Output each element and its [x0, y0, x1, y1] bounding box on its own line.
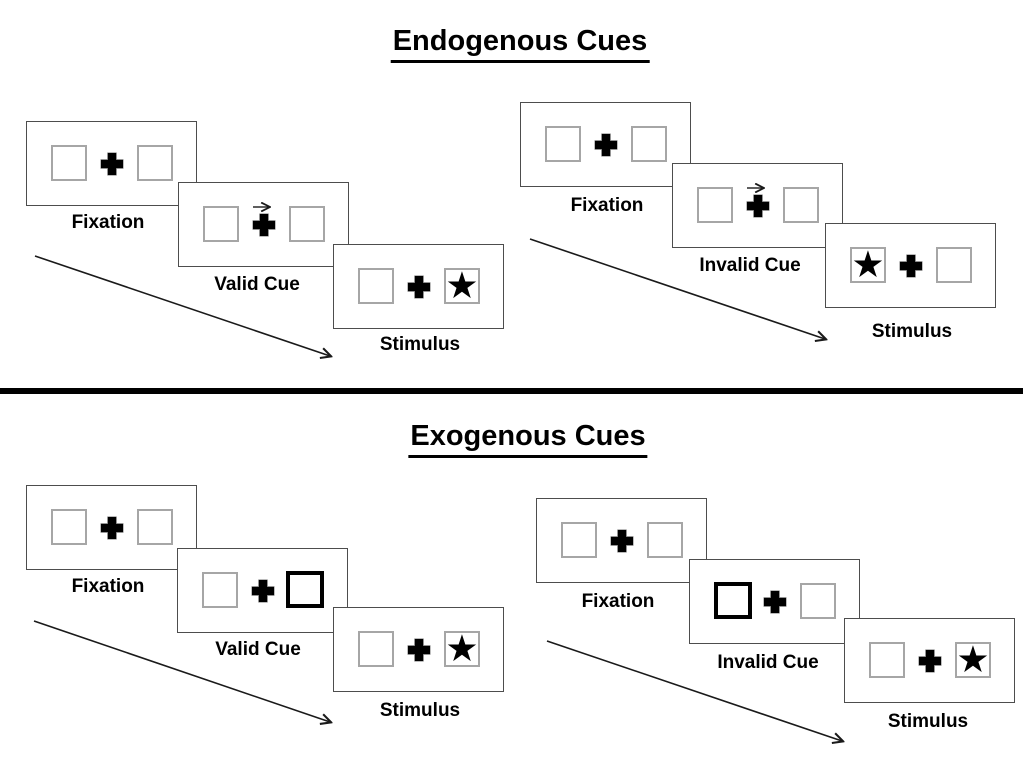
fixation-panel [536, 498, 707, 583]
stimulus-box: ★ [850, 242, 886, 286]
panel-label-stimulus: Stimulus [887, 711, 969, 732]
timeline-arrow [34, 255, 340, 362]
stimulus-box: ★ [955, 637, 991, 681]
panel-label-stimulus: Stimulus [379, 334, 461, 355]
placeholder-box-left [869, 642, 905, 678]
panel-label-fixation: Fixation [581, 591, 655, 612]
fixation-cross-icon [594, 133, 617, 156]
fixation-cross-icon [610, 529, 633, 552]
placeholder-box-right [783, 187, 819, 223]
fixation-cross-icon [252, 213, 275, 236]
placeholder-box-left [358, 631, 394, 667]
timeline-arrow [529, 238, 837, 348]
fixation-cross-icon [763, 590, 786, 613]
section-title-exogenous: Exogenous Cues [408, 420, 648, 458]
placeholder-box-left [697, 187, 733, 223]
panel-label-valid-cue: Valid Cue [215, 639, 301, 660]
fixation-cross-icon [407, 275, 430, 298]
panel-label-stimulus: Stimulus [871, 321, 953, 342]
fixation-panel [520, 102, 691, 187]
panel-label-valid-cue: Valid Cue [214, 274, 300, 295]
placeholder-box-right [137, 145, 173, 181]
stimulus-panel: ★ [333, 244, 504, 329]
panel-label-fixation: Fixation [71, 576, 145, 597]
placeholder-box-left [358, 268, 394, 304]
placeholder-box-left [51, 145, 87, 181]
timeline-arrow [33, 620, 341, 730]
placeholder-box-left [202, 572, 238, 608]
fixation-panel [26, 121, 197, 206]
stimulus-panel: ★ [825, 223, 996, 308]
placeholder-box-right [936, 247, 972, 283]
placeholder-box-right [800, 583, 836, 619]
stimulus-panel: ★ [844, 618, 1015, 703]
panel-label-invalid-cue: Invalid Cue [699, 255, 801, 276]
star-icon: ★ [956, 637, 990, 681]
placeholder-box-right [289, 206, 325, 242]
star-icon: ★ [445, 626, 479, 670]
fixation-panel [26, 485, 197, 570]
fixation-cross-icon [746, 194, 769, 217]
placeholder-box-right [647, 522, 683, 558]
placeholder-box-left [561, 522, 597, 558]
fixation-cross-icon [407, 638, 430, 661]
fixation-cross-icon [100, 152, 123, 175]
fixation-cross-icon [899, 254, 922, 277]
stimulus-box: ★ [444, 263, 480, 307]
fixation-cross-icon [918, 649, 941, 672]
valid-cue-panel [177, 548, 348, 633]
cue-highlight-box [286, 571, 324, 608]
star-icon: ★ [851, 242, 885, 286]
cue-arrow-icon [252, 202, 276, 212]
fixation-cross-icon [251, 579, 274, 602]
invalid-cue-panel [672, 163, 843, 248]
timeline-arrow [546, 640, 854, 750]
panel-label-fixation: Fixation [570, 195, 644, 216]
valid-cue-panel [178, 182, 349, 267]
placeholder-box-right [137, 509, 173, 545]
invalid-cue-panel [689, 559, 860, 644]
star-icon: ★ [445, 263, 479, 307]
placeholder-box-left [203, 206, 239, 242]
placeholder-box-left [51, 509, 87, 545]
stimulus-box: ★ [444, 626, 480, 670]
placeholder-box-right [631, 126, 667, 162]
panel-label-stimulus: Stimulus [379, 700, 461, 721]
stimulus-panel: ★ [333, 607, 504, 692]
cue-highlight-box [714, 582, 752, 619]
section-divider [0, 388, 1023, 394]
section-title-endogenous: Endogenous Cues [390, 25, 650, 63]
cue-arrow-icon [746, 183, 770, 193]
fixation-cross-icon [100, 516, 123, 539]
panel-label-fixation: Fixation [71, 212, 145, 233]
panel-label-invalid-cue: Invalid Cue [717, 652, 819, 673]
placeholder-box-left [545, 126, 581, 162]
